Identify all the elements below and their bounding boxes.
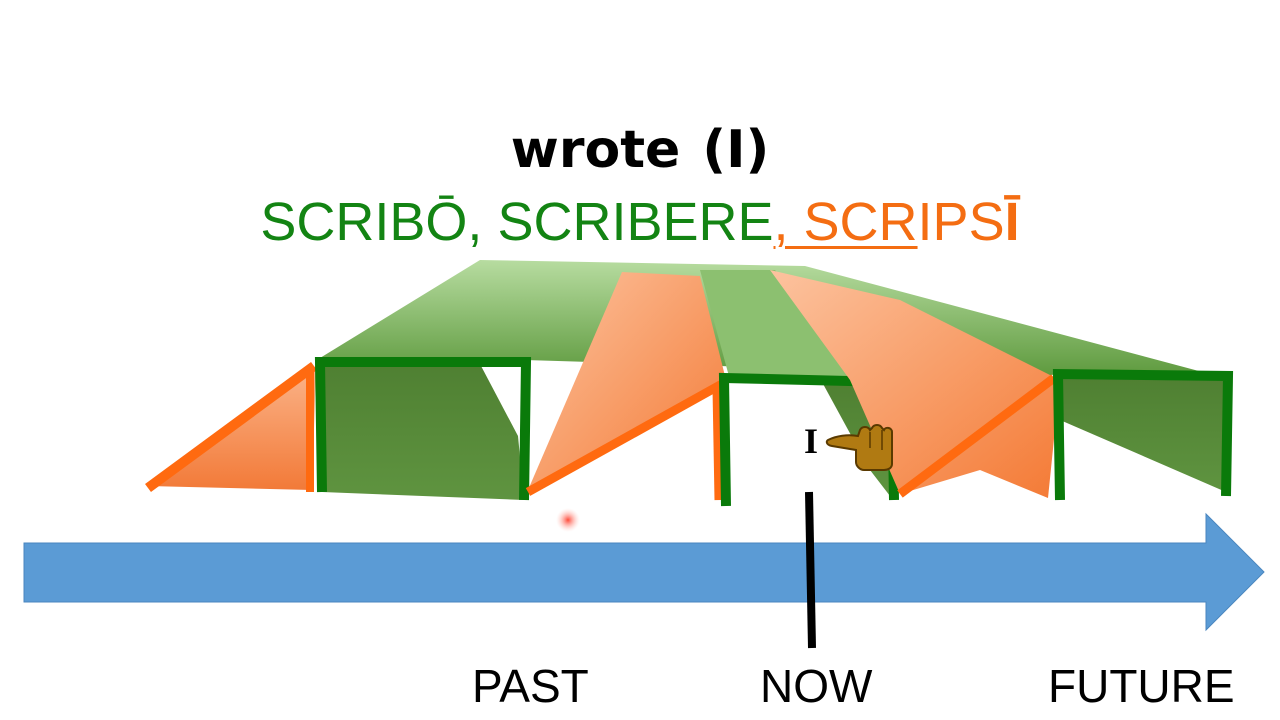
pointing-hand-icon (825, 424, 893, 471)
title-person: (I) (702, 120, 770, 180)
latin-perfect-rest: IPS (917, 192, 1005, 252)
latin-principal-parts: SCRIBŌ, SCRIBERE, SCRIPSĪ (0, 190, 1280, 254)
green-box-3 (1052, 368, 1234, 501)
english-title: wrote (I) (0, 118, 1280, 182)
orange-wedge-3 (770, 270, 1060, 498)
latin-perfect-stem: , SCR (773, 192, 918, 252)
latin-perfect-ending: Ī (1004, 192, 1020, 252)
label-now: NOW (760, 660, 873, 712)
timeline-arrow (23, 512, 1265, 632)
label-past: PAST (472, 660, 589, 712)
title-word: wrote (510, 120, 681, 180)
green-box-1 (314, 357, 532, 501)
green-strip (700, 270, 870, 380)
latin-first-part: SCRIBŌ, (260, 192, 498, 252)
now-marker (805, 491, 816, 649)
orange-wedge-2 (525, 272, 726, 501)
label-future: FUTURE (1048, 660, 1235, 712)
red-dot (556, 508, 580, 532)
pointer-letter: I (804, 421, 819, 461)
latin-infinitive: SCRIBERE (497, 192, 774, 252)
orange-wedge-1 (145, 361, 317, 493)
